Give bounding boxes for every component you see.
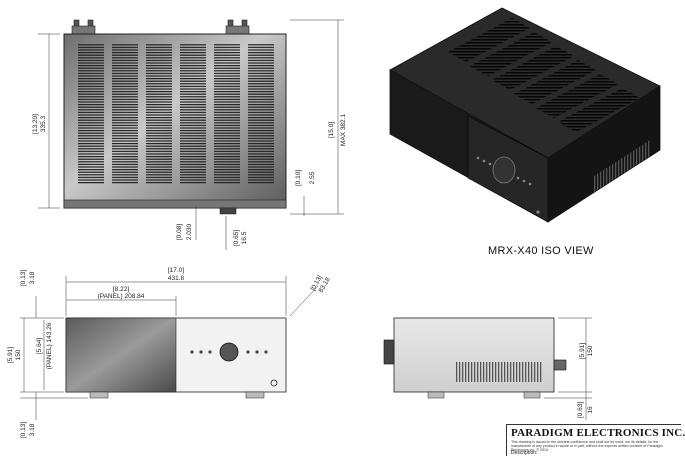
side-foot-left xyxy=(427,391,445,399)
side-knob xyxy=(383,339,395,365)
iso-volume-knob xyxy=(492,156,516,184)
corner-in-label: [0.13] xyxy=(20,270,27,286)
iso-buttons xyxy=(476,156,540,214)
iso-view: MRX-X40 ISO VIEW xyxy=(389,7,661,257)
side-vents xyxy=(456,362,542,382)
front-panel-edge xyxy=(63,199,287,209)
corner-mm-label: 3.18 xyxy=(29,271,36,284)
top-vent-grilles xyxy=(78,44,274,184)
side-foot-mm-label: 16 xyxy=(587,406,594,414)
front-proj-mm-label: 16.5 xyxy=(241,231,248,244)
height-in-label: [5.91] xyxy=(7,347,14,363)
depth-in-label: [13.20] xyxy=(32,114,39,134)
max-depth-in-label: [15.0] xyxy=(328,122,335,138)
iso-right-face xyxy=(547,85,661,223)
side-height-mm-label: 150 xyxy=(587,345,594,356)
confidentiality-note: This drawing is issued in the strictest … xyxy=(511,440,663,453)
front-view: [17.0] 431.8 [8.22] (PANEL) 208.84 [0.13… xyxy=(7,267,332,438)
knob-depth-mm-label: 2.030 xyxy=(186,223,193,240)
rear-offset-in-label: [0.10] xyxy=(295,170,302,186)
max-depth-mm-label: MAX 382.1 xyxy=(340,114,347,147)
panel-in-label: [8.22] xyxy=(113,286,129,293)
description-label: Description: xyxy=(511,450,538,456)
side-foot-right xyxy=(523,391,541,399)
rear-connector xyxy=(71,19,250,35)
front-foot-left xyxy=(89,391,109,399)
iso-vent-grilles xyxy=(448,18,640,132)
side-view: [5.91] 150 [0.63] 16 xyxy=(383,317,594,420)
title-block: PARADIGM ELECTRONICS INC. This drawing i… xyxy=(506,424,685,456)
panel-height-in-label: [5.64] xyxy=(36,338,43,354)
width-mm-label: 431.8 xyxy=(168,275,185,282)
side-dimension-lines xyxy=(544,317,592,420)
front-proj-in-label: [0.65] xyxy=(233,230,240,246)
side-foot-in-label: [0.63] xyxy=(577,402,584,418)
front-glass-panel xyxy=(65,317,177,393)
rear-offset-mm-label: 2.55 xyxy=(309,171,316,184)
side-height-in-label: [5.91] xyxy=(579,343,586,359)
height-mm-label: 150 xyxy=(15,349,22,360)
volume-knob-top xyxy=(219,207,237,215)
iso-side-vents xyxy=(594,140,650,192)
width-in-label: [17.0] xyxy=(168,267,184,274)
top-dimension-lines xyxy=(38,19,344,250)
foot-mm-label: 3.18 xyxy=(29,423,36,436)
iso-view-title: MRX-X40 ISO VIEW xyxy=(488,245,594,257)
company-name: PARADIGM ELECTRONICS INC. xyxy=(511,427,685,439)
top-view: [13.20] 335.3 [15.0] MAX 382.1 [0.10] 2.… xyxy=(32,19,347,250)
front-buttons xyxy=(190,350,278,387)
foot-in-label: [0.13] xyxy=(20,422,27,438)
panel-mm-label: (PANEL) 208.84 xyxy=(98,293,145,300)
panel-height-mm-label: (PANEL) 143.26 xyxy=(46,322,53,369)
side-connector xyxy=(553,359,567,371)
front-volume-knob xyxy=(219,342,239,362)
front-dimension-lines xyxy=(20,276,319,420)
front-foot-right xyxy=(245,391,265,399)
knob-depth-in-label: [0.08] xyxy=(176,224,183,240)
depth-mm-label: 335.3 xyxy=(40,115,47,132)
